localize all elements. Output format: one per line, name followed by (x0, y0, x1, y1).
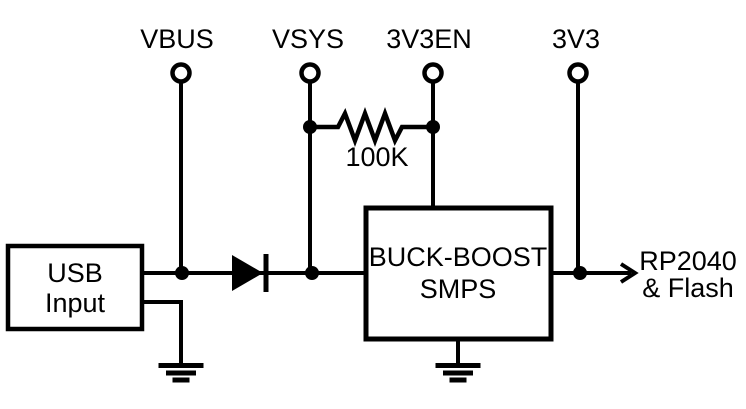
usb-ground (142, 300, 204, 383)
main-rail (142, 254, 366, 292)
en-label: 3V3EN (386, 24, 472, 54)
ground-icon (435, 363, 481, 383)
diode-icon (232, 255, 263, 291)
output-label-line2: & Flash (642, 273, 734, 303)
arrow-right-icon (619, 262, 639, 284)
junction-dot (175, 266, 189, 280)
out3v3-terminal-icon (567, 62, 589, 84)
output-label-line1: RP2040 (639, 246, 737, 276)
out3v3-label: 3V3 (552, 24, 600, 54)
resistor-value-label: 100K (345, 142, 408, 172)
smps-box-line2: SMPS (420, 274, 497, 304)
resistor-icon (310, 107, 433, 147)
smps-box-line1: BUCK-BOOST (369, 242, 548, 272)
usb-input-box (5, 243, 145, 332)
smps-ground (435, 339, 481, 383)
terminal-vsys: VSYS (272, 24, 344, 273)
terminal-vbus: VBUS (140, 24, 214, 273)
usb-box-line2: Input (45, 288, 106, 318)
usb-input-block: USB Input (5, 243, 145, 332)
output-branch: RP2040 & Flash (551, 246, 737, 303)
junction-dot (573, 266, 587, 280)
vsys-terminal-icon (299, 62, 321, 84)
terminal-3v3en: 3V3EN (386, 24, 472, 209)
vbus-label: VBUS (140, 24, 214, 54)
resistor-100k: 100K (303, 107, 440, 172)
vsys-label: VSYS (272, 24, 344, 54)
junction-dot (303, 120, 317, 134)
terminal-3v3: 3V3 (552, 24, 600, 273)
en-terminal-icon (422, 62, 444, 84)
smps-block: BUCK-BOOST SMPS (363, 205, 554, 342)
ground-icon (158, 363, 204, 383)
usb-box-line1: USB (47, 258, 103, 288)
vbus-terminal-icon (170, 62, 192, 84)
junction-dot (426, 120, 440, 134)
usb-ground-wire (142, 300, 183, 365)
junction-dot (305, 266, 319, 280)
